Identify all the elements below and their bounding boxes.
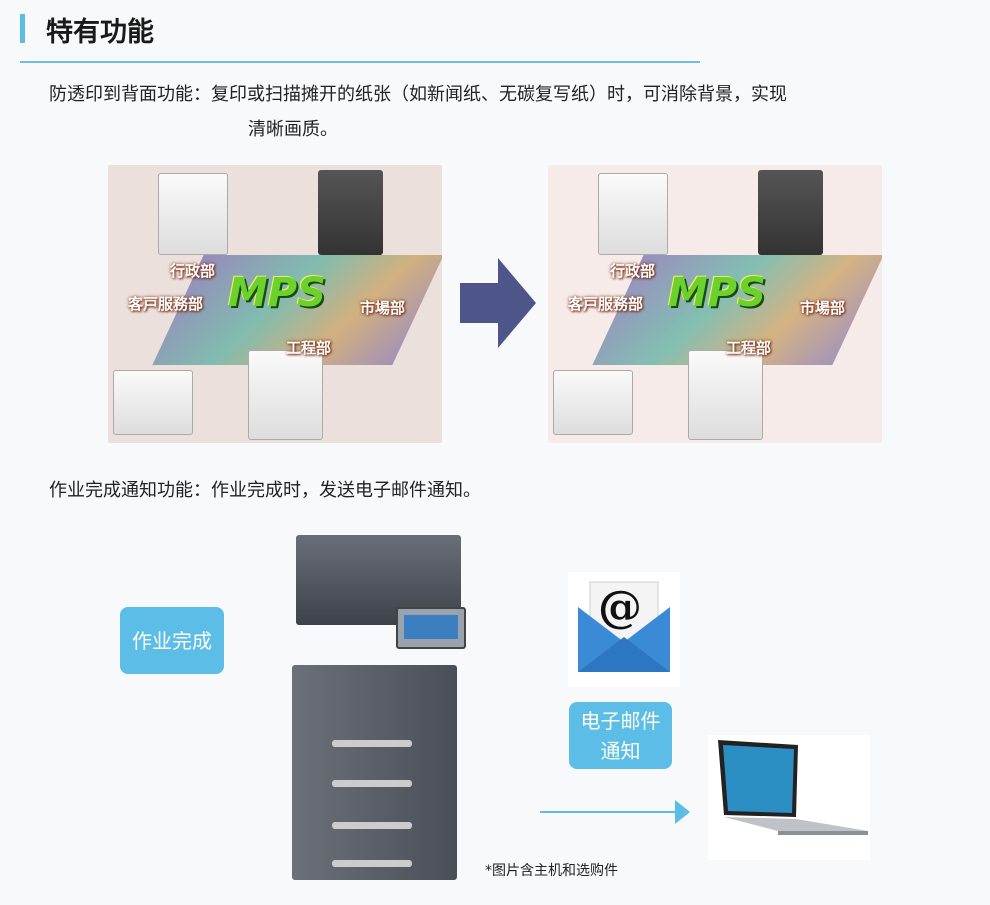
section-title: 特有功能 [46, 17, 154, 48]
laptop-image [708, 735, 870, 860]
job-done-box: 作业完成 [120, 607, 224, 674]
title-divider [20, 61, 700, 63]
before-image: 行政部 客戸服務部 MPS 市場部 工程部 [108, 165, 442, 443]
label-admin: 行政部 [170, 262, 216, 280]
arrow-right-icon [460, 258, 536, 348]
footnote: *图片含主机和选购件 [485, 863, 618, 879]
feature1-desc: 复印或扫描摊开的纸张（如新闻纸、无碳复写纸）时，可消除背景，实现 [211, 84, 787, 105]
mfp-printer-image [292, 535, 467, 890]
feature1-label: 防透印到背面功能： [49, 84, 211, 105]
flow-arrow-icon [540, 800, 690, 824]
feature1-desc-line2: 清晰画质。 [248, 119, 338, 140]
email-envelope-icon: @ [568, 572, 680, 687]
printer-icon [158, 173, 228, 255]
printer-icon [758, 170, 823, 255]
label-customer-service: 客戸服務部 [128, 295, 204, 313]
printer-icon [688, 350, 763, 440]
label-mps: MPS [668, 270, 766, 316]
printer-icon [553, 370, 633, 435]
label-engineering: 工程部 [286, 339, 332, 357]
printer-icon [113, 370, 193, 435]
feature2-text: 作业完成通知功能：作业完成时，发送电子邮件通知。 [49, 480, 481, 501]
at-symbol: @ [598, 582, 642, 633]
after-image: 行政部 客戸服務部 MPS 市場部 工程部 [548, 165, 882, 443]
printer-icon [318, 170, 383, 255]
label-admin: 行政部 [610, 262, 656, 280]
label-customer-service: 客戸服務部 [568, 295, 644, 313]
label-engineering: 工程部 [726, 339, 772, 357]
label-marketing: 市場部 [360, 299, 406, 317]
printer-icon [248, 350, 323, 440]
email-notify-box: 电子邮件通知 [569, 702, 672, 769]
printer-icon [598, 173, 668, 255]
label-mps: MPS [228, 270, 326, 316]
label-marketing: 市場部 [800, 299, 846, 317]
feature1-line1: 防透印到背面功能：复印或扫描摊开的纸张（如新闻纸、无碳复写纸）时，可消除背景，实… [49, 78, 787, 112]
title-accent-bar [20, 14, 25, 43]
